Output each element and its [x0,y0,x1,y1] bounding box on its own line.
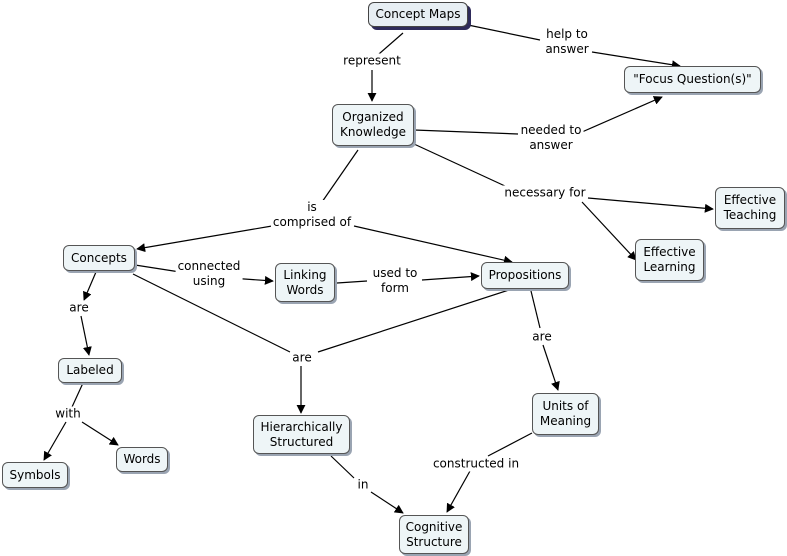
edge-organized-necessary-for [413,143,506,187]
link-help-to-answer: help to answer [543,27,591,57]
node-labeled[interactable]: Labeled [58,358,122,383]
node-symbols[interactable]: Symbols [2,462,68,488]
link-constructed-in: constructed in [430,456,522,472]
edge-concept-maps-help-to-answer [467,24,541,41]
edge-concepts-are-hierarchy [132,273,291,353]
link-is-comprised-of: is comprised of [270,200,354,230]
node-organized-knowledge[interactable]: Organized Knowledge [332,104,414,146]
node-focus-questions[interactable]: "Focus Question(s)" [624,66,761,93]
node-effective-teaching[interactable]: Effective Teaching [715,187,785,229]
node-hierarchically-structured[interactable]: Hierarchically Structured [253,415,350,454]
node-concept-maps[interactable]: Concept Maps [368,2,468,27]
edge-propositions-are [530,290,541,329]
node-propositions[interactable]: Propositions [481,262,569,289]
node-cognitive-structure[interactable]: Cognitive Structure [399,515,469,554]
edge-help-to-answer-focus [591,51,681,70]
edge-organized-needed-to-answer [413,129,519,135]
link-represent: represent [341,53,403,69]
link-connected-using: connected using [175,259,243,289]
edge-organized-is [321,149,359,203]
node-words[interactable]: Words [116,447,168,472]
edge-necessary-for-learning [581,201,637,261]
edge-propositions-are-hierarchy [317,289,510,353]
node-linking-words[interactable]: Linking Words [275,263,335,302]
link-needed-to-answer: needed to answer [518,123,584,153]
edge-with-words [81,421,119,446]
link-are-propositions: are [530,329,554,345]
edge-are-labeled [80,315,92,356]
link-with: with [53,406,83,422]
edge-comprised-of-concepts [136,225,273,253]
link-used-to-form: used to form [370,266,420,296]
node-units-of-meaning[interactable]: Units of Meaning [532,393,599,435]
edge-needed-to-answer-focus [581,96,663,133]
link-are-hierarchy: are [290,350,314,366]
edge-with-symbols [43,421,67,461]
edge-in-cognitive [370,491,404,514]
link-in: in [355,477,371,493]
edge-linking-used-to-form [336,280,368,284]
node-effective-learning[interactable]: Effective Learning [635,239,704,281]
node-concepts[interactable]: Concepts [63,245,135,271]
edge-used-to-form-propositions [421,272,480,282]
edge-necessary-for-teaching [587,197,714,213]
edge-concepts-are [83,271,97,301]
edge-hierarchy-in [330,455,355,479]
edge-concepts-connected-using [134,264,181,273]
link-are-concepts: are [67,300,91,316]
edge-labeled-with [71,382,84,408]
edge-comprised-of-propositions [353,225,513,265]
edge-are-units [542,344,560,391]
link-necessary-for: necessary for [502,185,588,201]
edge-constructed-in-cognitive [446,470,471,513]
edge-units-constructed-in [487,432,533,457]
